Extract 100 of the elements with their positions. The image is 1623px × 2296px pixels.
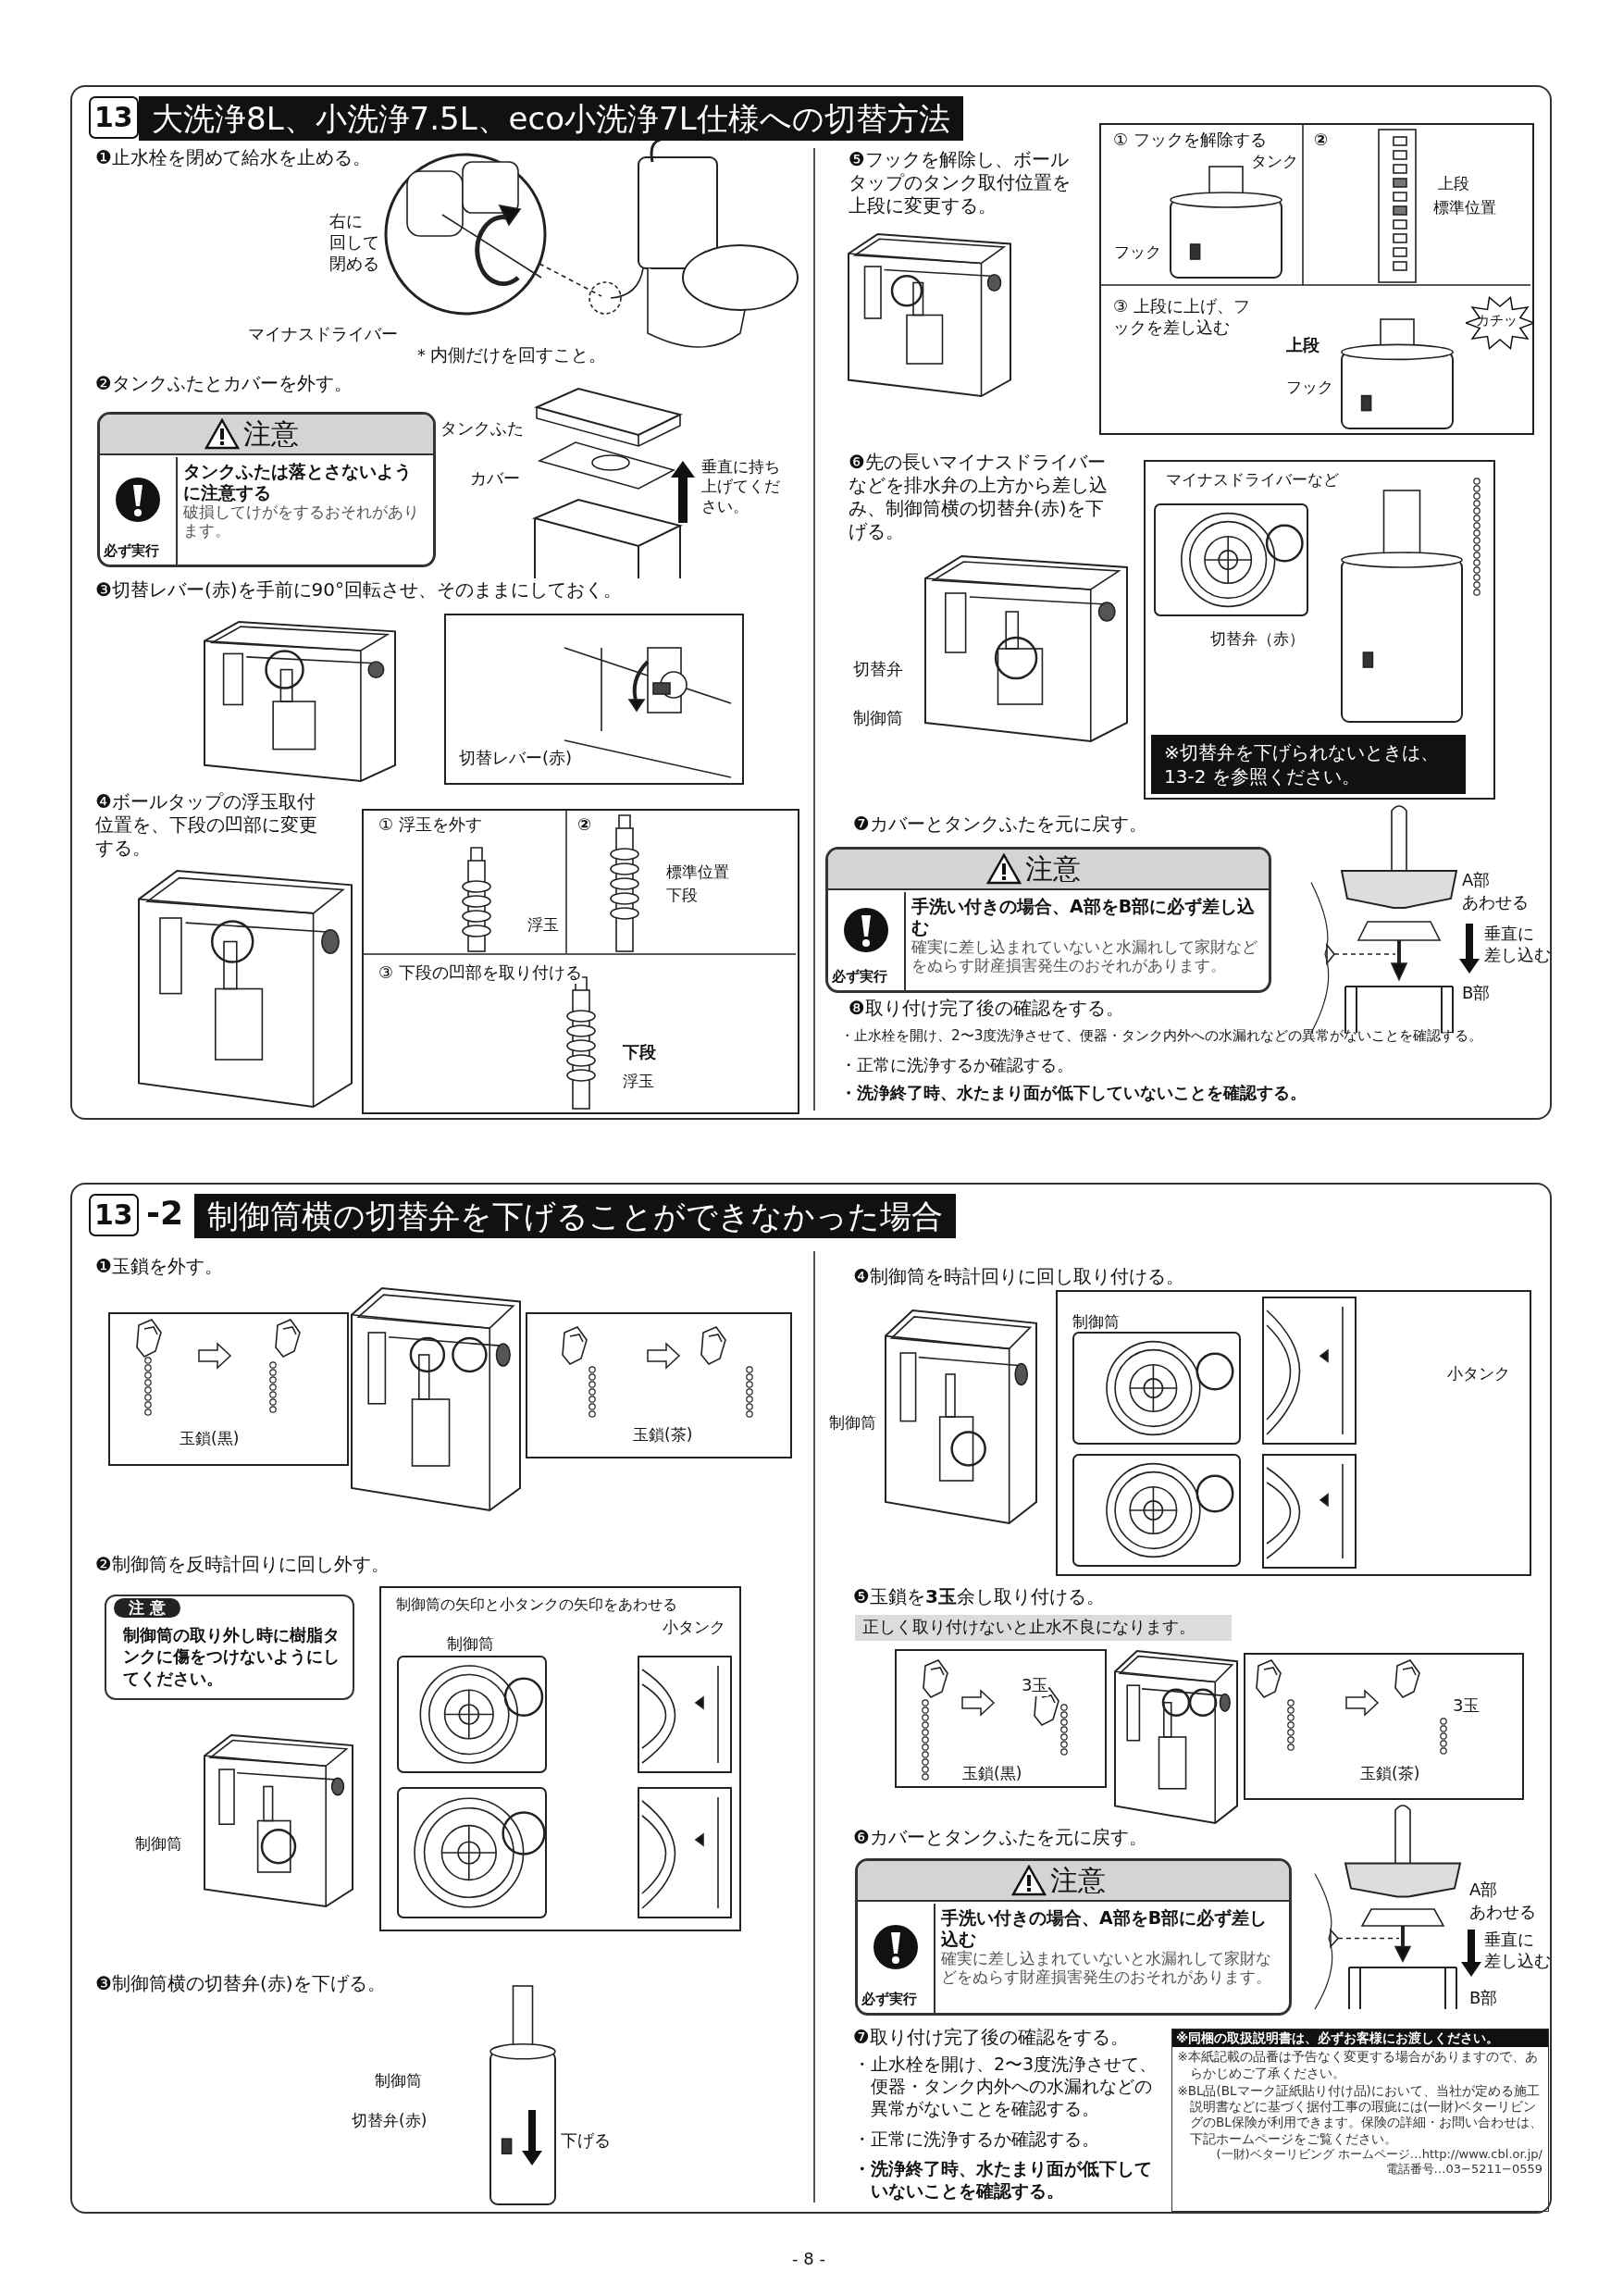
part-label: 小タンク xyxy=(663,1618,725,1638)
notice-text: ※本紙記載の品番は予告なく変更する場合がありますので、あらかじめご了承ください。 xyxy=(1176,2048,1539,2081)
part-label: 切替弁(赤) xyxy=(352,2111,427,2131)
callout-text: 垂直に持ち上げてください。 xyxy=(701,457,781,516)
caution-note-text: 制御筒の取り外し時に樹脂タンクに傷をつけないようにしてください。 xyxy=(123,1624,341,1690)
step-instruction: ❶玉鎖を外す。 xyxy=(95,1255,223,1278)
warning-band xyxy=(855,1615,1232,1641)
part-label: 下段 xyxy=(623,1042,656,1063)
detail-inset xyxy=(444,614,744,785)
part-label: 玉鎖(黒) xyxy=(180,1429,240,1449)
part-label: 浮玉 xyxy=(623,1072,654,1092)
part-label: フック xyxy=(1114,242,1161,263)
part-label: A部 xyxy=(1462,870,1491,891)
mandatory-label: 必ず実行 xyxy=(104,541,159,559)
caution-body-text: 破損してけがをするおそれがあります。 xyxy=(183,503,420,541)
warning-text: 正しく取り付けないと止水不良になります。 xyxy=(862,1617,1196,1638)
section-title: 大洗浄8L、小洗浄7.5L、eco小洗浄7L仕様への切替方法 xyxy=(139,96,963,141)
callout-text: あわせる xyxy=(1469,1902,1536,1923)
section-suffix: -2 xyxy=(146,1193,183,1234)
callout-text: 閉める xyxy=(329,254,379,275)
part-label: 小タンク xyxy=(1447,1364,1510,1384)
part-label: 標準位置 xyxy=(1433,198,1496,218)
callout-text: 下げる xyxy=(561,2130,611,2152)
section-number: 13 xyxy=(89,1194,139,1236)
callout-text: あわせる xyxy=(1462,892,1529,913)
part-label: 制御筒 xyxy=(1072,1312,1120,1333)
caution-heading: 注意 xyxy=(243,416,299,452)
step-instruction: ❷タンクふたとカバーを外す。 xyxy=(95,372,353,395)
part-label: マイナスドライバーなど xyxy=(1166,470,1339,490)
detail-inset xyxy=(1056,1290,1531,1576)
part-label: 上段 xyxy=(1438,174,1469,194)
notice-box xyxy=(1171,2029,1549,2212)
sub-step-text: ① フックを解除する xyxy=(1113,130,1267,151)
callout-text: 回して xyxy=(329,232,379,254)
step-instruction: ❸制御筒横の切替弁(赤)を下げる。 xyxy=(95,1972,386,1995)
callout-text: 差し込む xyxy=(1484,945,1551,966)
detail-inset xyxy=(895,1649,1107,1788)
caution-box xyxy=(97,412,436,567)
part-label: カバー xyxy=(470,468,520,490)
part-label: タンク xyxy=(1251,152,1298,172)
check-item: ・止水栓を開け、2〜3度洗浄させて、便器・タンク内外への水漏れなどの異常がないことを確認する。 xyxy=(840,1027,1483,1046)
part-label: 玉鎖(茶) xyxy=(1360,1764,1420,1784)
contact-text: 電話番号…03−5211−0559 xyxy=(1384,2162,1543,2178)
instruction-text: 制御筒の矢印と小タンクの矢印をあわせる xyxy=(396,1595,677,1614)
section-title: 制御筒横の切替弁を下げることができなかった場合 xyxy=(194,1194,956,1238)
page-number: - 8 - xyxy=(792,2249,825,2270)
part-label: B部 xyxy=(1469,1988,1498,2009)
check-item: ・止水栓を開け、2〜3度洗浄させて、便器・タンク内外への水漏れなどの異常がないことを確認する。 xyxy=(853,2054,1158,2120)
part-label: 制御筒 xyxy=(853,708,903,729)
mandatory-label: 必ず実行 xyxy=(861,1990,917,2007)
step-instruction: ❸切替レバー(赤)を手前に90°回転させ、そのままにしておく。 xyxy=(95,578,622,602)
part-label: 玉鎖(茶) xyxy=(633,1425,693,1446)
part-label: 制御筒 xyxy=(829,1413,876,1433)
check-item: ・洗浄終了時、水たまり面が低下していないことを確認する。 xyxy=(853,2158,1153,2203)
caution-tag: 注 意 xyxy=(114,1598,180,1619)
caution-instruction: 手洗い付きの場合、A部をB部に必ず差し込む xyxy=(911,896,1257,938)
starburst-callout xyxy=(1466,296,1534,350)
step-instruction: ❽取り付け完了後の確認をする。 xyxy=(849,997,1124,1020)
part-label: B部 xyxy=(1462,983,1491,1004)
caution-body-text: 確実に差し込まれていないと水漏れして家財などをぬらす財産損害発生のおそれがあります。 xyxy=(911,937,1258,976)
caution-box xyxy=(855,1858,1292,2016)
detail-inset xyxy=(526,1312,792,1458)
detail-inset xyxy=(1099,123,1534,435)
caution-note-box xyxy=(105,1595,354,1700)
contact-text: (一財)ベターリビング ホームページ…http://www.cbl.or.jp/ xyxy=(1215,2146,1543,2163)
callout-text: 垂直に xyxy=(1484,924,1534,945)
reference-note xyxy=(1151,735,1466,794)
part-label: フック xyxy=(1286,378,1333,398)
part-label: 玉鎖(黒) xyxy=(962,1764,1022,1784)
caution-body-text: 確実に差し込まれていないと水漏れして家財などをぬらす財産損害発生のおそれがあります。 xyxy=(941,1949,1272,1988)
sub-step-text: ③ 下段の凹部を取り付ける xyxy=(378,962,582,984)
detail-inset xyxy=(1244,1653,1524,1800)
detail-inset xyxy=(108,1312,349,1466)
part-label: 上段 xyxy=(1286,335,1319,356)
section-panel xyxy=(70,1183,1552,2214)
part-label: 3玉 xyxy=(1022,1675,1049,1696)
part-label: マイナスドライバー xyxy=(248,324,398,345)
note-text: ＊内側だけを回すこと。 xyxy=(413,344,606,366)
mandatory-label: 必ず実行 xyxy=(832,967,887,985)
step-instruction: ❺玉鎖を3玉余し取り付ける。 xyxy=(853,1585,1105,1608)
check-item: ・洗浄終了時、水たまり面が低下していないことを確認する。 xyxy=(840,1083,1307,1104)
part-label: 下段 xyxy=(666,886,698,906)
part-label: A部 xyxy=(1469,1880,1498,1901)
caution-instruction: 手洗い付きの場合、A部をB部に必ず差し込む xyxy=(941,1907,1269,1950)
part-label: 標準位置 xyxy=(666,863,729,883)
step-instruction: ❻先の長いマイナスドライバーなどを排水弁の上方から差し込み、制御筒横の切替弁(赤)を下げる。 xyxy=(849,451,1109,543)
step-instruction: ❼カバーとタンクふたを元に戻す。 xyxy=(853,813,1147,836)
detail-inset xyxy=(1144,460,1495,800)
step-instruction: ❺フックを解除し、ボールタップのタンク取付位置を上段に変更する。 xyxy=(849,148,1072,217)
callout-text: 右に xyxy=(329,211,363,232)
part-label: 制御筒 xyxy=(375,2071,422,2091)
step-instruction: ❷制御筒を反時計回りに回し外す。 xyxy=(95,1553,390,1576)
step-instruction: ❻カバーとタンクふたを元に戻す。 xyxy=(853,1826,1147,1849)
check-item: ・正常に洗浄するか確認する。 xyxy=(853,2128,1100,2151)
check-item: ・正常に洗浄するか確認する。 xyxy=(840,1055,1073,1076)
step-instruction: ❼取り付け完了後の確認をする。 xyxy=(853,2026,1129,2049)
caution-instruction: タンクふたは落とさないように注意する xyxy=(183,461,413,503)
section-panel xyxy=(70,85,1552,1120)
callout-text: 差し込む xyxy=(1484,1951,1551,1972)
detail-inset xyxy=(379,1586,741,1931)
